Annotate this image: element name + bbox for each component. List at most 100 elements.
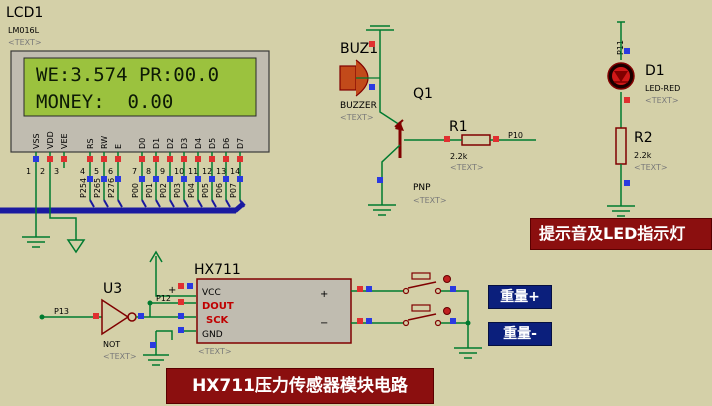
d1-text-tag: <TEXT> (645, 96, 679, 105)
lcd-pin-marker (167, 156, 173, 162)
lcd-pin-marker (101, 156, 107, 162)
lcd-pin-name: D2 (166, 138, 175, 149)
hx711-text-tag: <TEXT> (198, 347, 232, 356)
data-bus (0, 201, 246, 214)
lcd-net-label: P06 (215, 183, 224, 198)
resistor-r2[interactable]: R2 2.2k <TEXT> (607, 127, 668, 217)
lcd-net-label: P265 (93, 178, 102, 198)
buzzer-ref: BUZ1 (340, 41, 378, 57)
lcd-pin-number: 1 (26, 167, 31, 176)
lcd-pin-name: RS (86, 138, 95, 149)
buzzer-text-tag: <TEXT> (340, 113, 374, 122)
lcd-pin-marker (47, 156, 53, 162)
lcd-net-label: P03 (173, 183, 182, 198)
hx711-pin-dout: DOUT (202, 301, 234, 312)
lcd-pin-number: 13 (216, 167, 226, 176)
lcd-net-marker (139, 176, 145, 182)
u3-net-in: P13 (54, 307, 69, 316)
lcd-bus-entry (169, 199, 175, 208)
lcd-net-label: P276 (107, 178, 116, 198)
lcd-net-label: P07 (229, 183, 238, 198)
d1-ref: D1 (645, 63, 665, 79)
led-d1[interactable]: P11 D1 LED-RED <TEXT> (607, 21, 680, 128)
u3-model: NOT (103, 340, 120, 349)
lcd-bus-entry (211, 199, 217, 208)
switch-minus[interactable] (398, 304, 471, 327)
lcd-bus-entry (117, 199, 123, 208)
lcd-net-marker (101, 176, 107, 182)
lcd-net-marker (153, 176, 159, 182)
lcd-net-marker (181, 176, 187, 182)
lcd-pin-marker (33, 156, 39, 162)
hx711-module[interactable]: HX711 P12 + VCC DOUT SCK GND + − <TEXT> (143, 250, 398, 366)
lcd-ref: LCD1 (6, 5, 43, 21)
lcd-bus-entry (239, 199, 245, 208)
switch-plus[interactable] (398, 272, 469, 348)
transistor-q1[interactable]: Q1 PNP <TEXT> (368, 86, 447, 216)
r2-value: 2.2k (634, 151, 652, 160)
lcd-bus-entry (103, 199, 109, 208)
hx711-ref: HX711 (194, 262, 241, 278)
lcd-net-marker (195, 176, 201, 182)
lcd-net-marker (87, 176, 93, 182)
lcd-bus-entry (155, 199, 161, 208)
lcd-pin-marker (61, 156, 67, 162)
lcd-bus-entry (89, 199, 95, 208)
lcd-pin-number: 10 (174, 167, 184, 176)
lcd-pin-name: E (114, 144, 123, 149)
push-button-switches[interactable] (398, 272, 482, 359)
hx711-net-p12: P12 (156, 294, 171, 303)
lcd-pin-marker (209, 156, 215, 162)
lcd-pin-name: D3 (180, 138, 189, 149)
lcd-pin-marker (223, 156, 229, 162)
lcd-net-marker (223, 176, 229, 182)
lcd-module[interactable]: LCD1 LM016L <TEXT> WE:3.574 PR:00.0 MONE… (6, 5, 270, 176)
weight-minus-button[interactable]: 重量- (488, 322, 552, 346)
lcd-bus-entry (141, 199, 147, 208)
lcd-pin-name: D5 (208, 138, 217, 149)
q1-model: PNP (413, 183, 431, 193)
lcd-pin-name: D4 (194, 138, 203, 149)
lcd-ground (22, 168, 86, 254)
weight-plus-button[interactable]: 重量+ (488, 285, 552, 309)
lcd-pin-name: D0 (138, 138, 147, 149)
u3-ref: U3 (103, 281, 122, 297)
lcd-pin-number: 5 (94, 167, 99, 176)
lcd-net-label: P04 (187, 183, 196, 198)
lcd-text-tag: <TEXT> (8, 38, 42, 47)
lcd-net-label: P01 (145, 183, 154, 198)
lcd-net-label: P00 (131, 183, 140, 198)
r2-ref: R2 (634, 130, 653, 146)
hx711-pin-plus: + (320, 289, 328, 300)
lcd-line-1: WE:3.574 PR:00.0 (36, 64, 219, 86)
lcd-pin-marker (195, 156, 201, 162)
lcd-pin-number: 3 (54, 167, 59, 176)
lcd-pin-name: VEE (60, 133, 69, 149)
d1-model: LED-RED (645, 84, 680, 93)
lcd-net-label: P254 (79, 178, 88, 198)
lcd-pin-number: 9 (160, 167, 165, 176)
r2-text-tag: <TEXT> (634, 163, 668, 172)
buzzer-led-banner: 提示音及LED指示灯 (530, 218, 712, 250)
lcd-net-marker (115, 176, 121, 182)
lcd-model: LM016L (8, 26, 40, 35)
sensor-module-banner: HX711压力传感器模块电路 (166, 368, 434, 404)
hx711-pin-minus: − (320, 318, 328, 329)
lcd-net-marker (209, 176, 215, 182)
inverter-u3[interactable]: U3 P13 NOT <TEXT> (39, 281, 151, 361)
r1-net: P10 (508, 131, 523, 140)
hx711-pin-gnd: GND (202, 330, 223, 340)
u3-text-tag: <TEXT> (103, 352, 137, 361)
lcd-bus-entry (197, 199, 203, 208)
q1-ref: Q1 (413, 86, 433, 102)
lcd-pin-number: 14 (230, 167, 240, 176)
lcd-pin-number: 11 (188, 167, 198, 176)
lcd-pin-name: D6 (222, 138, 231, 149)
resistor-r1[interactable]: R1 P10 2.2k <TEXT> (444, 119, 536, 172)
lcd-net-marker (237, 176, 243, 182)
buzzer[interactable]: BUZ1 BUZZER <TEXT> (339, 25, 394, 122)
q1-text-tag: <TEXT> (413, 196, 447, 205)
lcd-screen (23, 57, 257, 117)
